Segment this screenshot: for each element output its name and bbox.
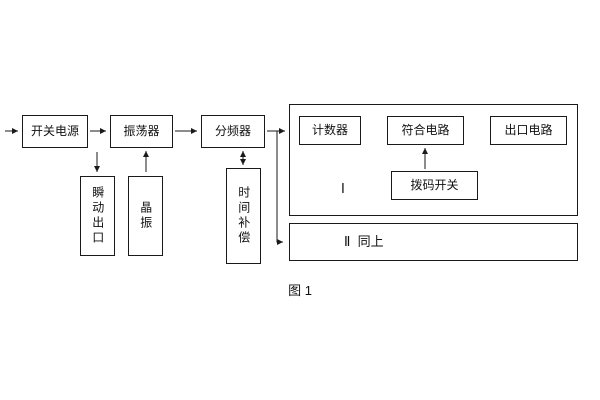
block-oscillator: 振荡器 [110, 115, 173, 148]
block-coincidence-circuit-label: 符合电路 [401, 123, 450, 138]
block-crystal-oscillator: 晶振 [128, 176, 163, 256]
figure-caption: 图 1 [288, 283, 312, 298]
block-instant-outlet: 瞬动出口 [80, 176, 115, 256]
block-outlet-circuit-label: 出口电路 [504, 123, 553, 138]
block-dip-switch: 拨码开关 [391, 171, 478, 200]
group2-box: Ⅱ 同上 [289, 223, 578, 261]
block-time-compensation-label: 时间补偿 [236, 186, 251, 246]
block-outlet-circuit: 出口电路 [490, 116, 567, 145]
block-frequency-divider: 分频器 [201, 115, 265, 148]
block-crystal-oscillator-label: 晶振 [138, 201, 153, 231]
group1-label: Ⅰ [341, 181, 345, 196]
block-coincidence-circuit: 符合电路 [387, 116, 464, 145]
block-counter-label: 计数器 [311, 123, 348, 138]
block-instant-outlet-label: 瞬动出口 [90, 186, 105, 246]
block-frequency-divider-label: 分频器 [214, 124, 251, 139]
block-switch-power: 开关电源 [22, 115, 88, 148]
block-time-compensation: 时间补偿 [226, 168, 261, 264]
group2-label: Ⅱ 同上 [344, 234, 384, 250]
block-switch-power-label: 开关电源 [30, 124, 79, 139]
block-counter: 计数器 [299, 116, 361, 145]
block-oscillator-label: 振荡器 [123, 124, 160, 139]
block-dip-switch-label: 拨码开关 [410, 178, 459, 193]
